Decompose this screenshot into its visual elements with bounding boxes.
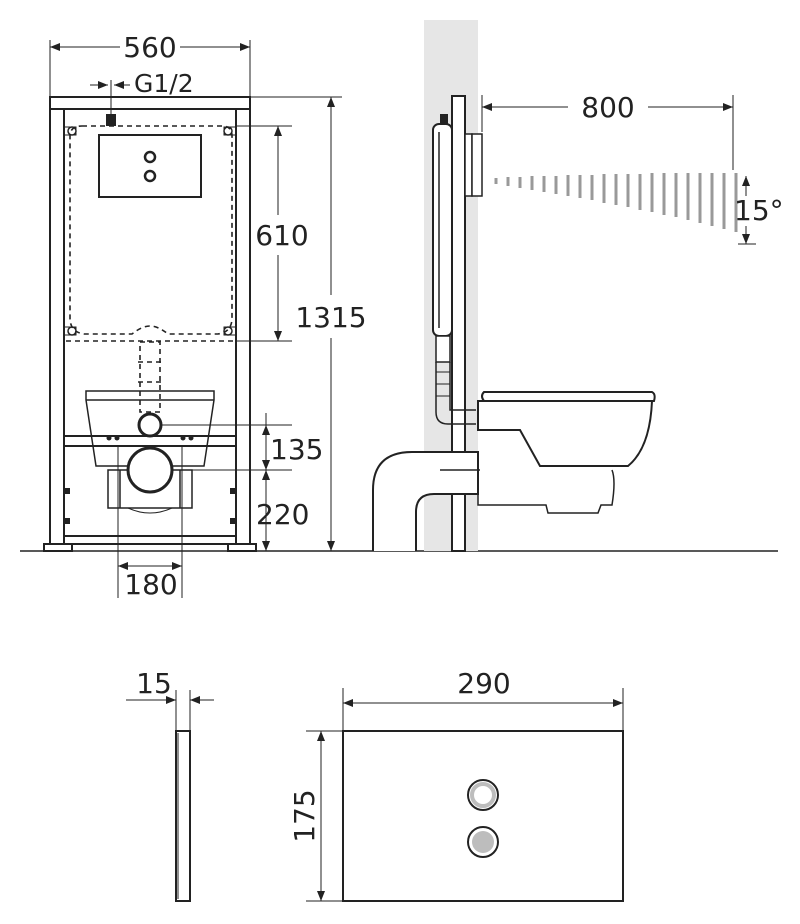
frame-bottom-bar <box>63 535 237 545</box>
panel-edge <box>175 730 191 902</box>
side-cistern <box>432 123 453 337</box>
panel-face <box>342 730 624 902</box>
frame-right-foot <box>227 543 257 552</box>
frame-left-foot <box>43 543 73 552</box>
panel-side-view: 15 <box>126 667 214 902</box>
side-view: 800 15° <box>372 20 784 552</box>
dim-tank-610: 610 <box>255 219 308 252</box>
dim-sensor-800: 800 <box>581 91 634 124</box>
toilet-bowl-side <box>477 400 654 467</box>
flush-button-large-icon <box>143 169 157 183</box>
dim-height-175: 175 <box>288 789 321 842</box>
dim-pipe-135: 135 <box>270 433 323 466</box>
toilet-seat-side <box>481 391 656 402</box>
front-view: 560 G1/2 610 1315 135 220 180 <box>43 31 367 601</box>
tank-brackets <box>63 126 237 336</box>
bowl-bolts <box>106 435 194 441</box>
dim-total-1315: 1315 <box>295 301 366 334</box>
dim-thickness-15: 15 <box>136 667 172 700</box>
side-flush-pipe <box>435 335 451 363</box>
flush-inlet-circle <box>137 412 163 438</box>
side-drain-bend <box>372 451 479 551</box>
flush-button-small-icon <box>143 150 157 164</box>
cistern-outline <box>69 125 233 335</box>
sensor-beam <box>494 173 738 232</box>
dim-angle-15: 15° <box>734 194 784 227</box>
post-fixings <box>64 488 236 524</box>
dim-width-290: 290 <box>457 667 510 700</box>
water-inlet-fitting <box>106 114 116 126</box>
panel-front-view: 290 175 <box>288 667 624 902</box>
side-flush-pipe-lower <box>435 362 476 425</box>
side-sensor <box>471 133 483 197</box>
side-inlet-fitting <box>440 114 448 124</box>
frame-right-post <box>235 96 251 550</box>
drain-outlet-circle <box>126 446 174 494</box>
flush-plate-front <box>98 134 202 198</box>
frame-left-post <box>49 96 65 550</box>
frame-top-bar <box>49 96 251 110</box>
flush-pipe-dashed <box>139 341 161 413</box>
dim-outlet-220: 220 <box>256 498 309 531</box>
dim-inlet-g12: G1/2 <box>134 69 194 98</box>
dim-bolts-180: 180 <box>124 568 177 601</box>
side-flush-plate <box>464 133 473 197</box>
dim-width-560: 560 <box>123 31 176 64</box>
toilet-base-side <box>477 469 615 514</box>
